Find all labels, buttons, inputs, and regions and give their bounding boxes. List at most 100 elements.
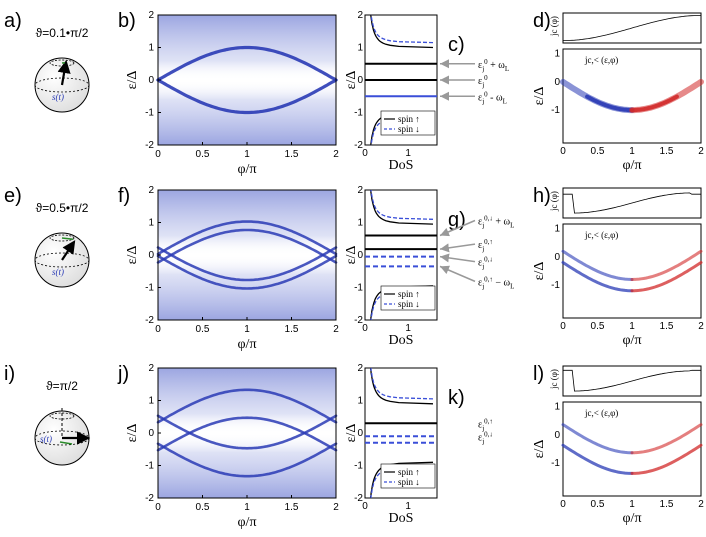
annotation: εj0,↑ − ωL [478, 275, 514, 290]
dos-y-tick: 2 [357, 185, 363, 196]
current-x-tick: 2 [698, 321, 704, 332]
dos-y-tick: 0 [357, 428, 363, 439]
legend-label-down: spin ↓ [398, 299, 420, 309]
current-x-tick: 1 [629, 321, 635, 332]
supercurrent-line [563, 369, 701, 392]
x-tick-label: 0 [155, 324, 161, 335]
x-tick-label: 1.5 [285, 149, 299, 160]
theta-label: ϑ=0.1•π/2 [36, 26, 89, 40]
dos-axis-label: DoS [389, 158, 414, 173]
equator [34, 252, 90, 268]
y-tick-label: 2 [148, 10, 154, 21]
supercurrent-line [563, 15, 701, 41]
y-tick-label: -1 [145, 108, 154, 119]
supercurrent-label: jc (φ) [549, 369, 559, 390]
dos-y-tick: 1 [357, 396, 363, 407]
y-axis-label: ε/Δ [125, 246, 140, 265]
x-tick-label: 0.5 [196, 149, 210, 160]
current-y-tick: 1 [554, 49, 560, 60]
theta-label: ϑ=π/2 [46, 379, 78, 393]
current-y-tick: -1 [551, 280, 560, 291]
bloch-sphere: ϑ=π/2s(t) [34, 379, 91, 466]
continuum-shade [158, 368, 336, 498]
annotation: εj0,↓ [478, 430, 493, 445]
panel-label: k) [448, 387, 465, 409]
dos-y-tick: -2 [354, 140, 363, 151]
dos-y-tick: 1 [357, 218, 363, 229]
y-tick-label: -1 [145, 283, 154, 294]
spectral-current-red-1 [630, 423, 703, 455]
theta-label: ϑ=0.5•π/2 [36, 201, 89, 215]
andreev-state-1 [156, 388, 338, 424]
panel-label: i) [4, 363, 15, 385]
y-tick-label: 1 [148, 218, 154, 229]
x-tick-label: 2 [333, 324, 339, 335]
x-tick-label: 2 [333, 502, 339, 513]
x-tick-label: 1.5 [285, 324, 299, 335]
spectral-current-frame [562, 401, 702, 497]
panel-label: h) [533, 185, 551, 207]
continuum-shade [158, 190, 336, 320]
current-x-tick: 0.5 [591, 146, 605, 157]
current-y-tick: 0 [554, 77, 560, 88]
supercurrent-label: jc (φ) [549, 191, 559, 212]
current-x-tick: 1.5 [660, 146, 674, 157]
spin-vector [57, 59, 71, 86]
current-y-tick: 1 [554, 224, 560, 235]
y-tick-label: 2 [148, 363, 154, 374]
panel-label: c) [448, 34, 465, 56]
s-vector-label: s(t) [52, 92, 64, 102]
current-x-tick: 0.5 [591, 499, 605, 510]
x-tick-label: 1.5 [285, 502, 299, 513]
dos-y-tick: 0 [357, 75, 363, 86]
dos-continuum-up-spin-down [370, 189, 434, 220]
current-y-tick: 1 [554, 402, 560, 413]
current-y-label: ε/Δ [532, 440, 547, 459]
andreev-state-upper [156, 45, 338, 82]
current-x-tick: 0 [560, 321, 566, 332]
current-x-tick: 0 [560, 499, 566, 510]
x-axis-label: φ/π [237, 162, 256, 177]
dos-tick: 1 [405, 148, 411, 159]
legend-label-up: spin ↑ [398, 467, 420, 477]
x-axis-label: φ/π [237, 337, 256, 352]
panel-label: f) [118, 185, 130, 207]
annotation-arrow [439, 253, 476, 263]
andreev-state-3 [156, 246, 338, 282]
current-x-tick: 1 [629, 499, 635, 510]
current-y-tick: -1 [551, 458, 560, 469]
panel-label: a) [4, 10, 22, 32]
dos-continuum-up-spin-down [370, 367, 434, 400]
y-tick-label: 2 [148, 185, 154, 196]
dos-y-tick: 0 [357, 250, 363, 261]
dos-y-label: ε/Δ [344, 71, 359, 90]
dos-axis-label: DoS [389, 511, 414, 526]
dos-continuum-down-spin-down [370, 116, 434, 146]
dos-y-tick: 2 [357, 10, 363, 21]
supercurrent-label: jc (φ) [549, 16, 559, 37]
spectral-current-red-2 [630, 443, 703, 475]
current-x-tick: 1.5 [660, 321, 674, 332]
andreev-state-lower [156, 78, 338, 115]
annotation: εj0,↓ + ωL [478, 215, 514, 230]
dos-tick: 1 [405, 323, 411, 334]
panel-label: g) [448, 209, 466, 231]
current-x-label: φ/π [622, 333, 641, 348]
annotation: εj0,↓ [478, 256, 493, 271]
current-x-tick: 1 [629, 146, 635, 157]
panel-label: l) [533, 363, 544, 385]
spectral-current-frame [562, 223, 702, 319]
legend-label-up: spin ↑ [398, 289, 420, 299]
current-x-tick: 0 [560, 146, 566, 157]
